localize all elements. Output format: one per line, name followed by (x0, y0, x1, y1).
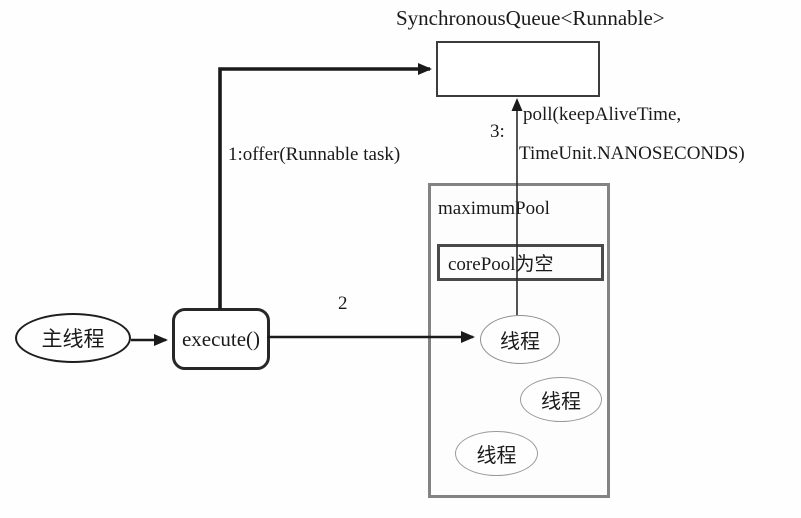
core-pool-box: corePool为空 (437, 244, 604, 281)
step3-edge-label: 3: (490, 121, 505, 142)
poll-label-line1: poll(keepAliveTime, (523, 104, 682, 125)
queue-title: SynchronousQueue<Runnable> (396, 6, 665, 30)
main-thread-node: 主线程 (15, 313, 131, 363)
edge-offer-to-queue (218, 63, 432, 309)
thread-node: 线程 (480, 315, 560, 364)
thread-node: 线程 (520, 377, 602, 422)
thread-node: 线程 (455, 431, 538, 476)
maximum-pool-label: maximumPool (438, 198, 550, 219)
synchronous-queue-box (436, 41, 600, 97)
offer-edge-label: 1:offer(Runnable task) (228, 144, 401, 165)
step2-edge-label: 2 (338, 293, 348, 314)
execute-node: execute() (172, 308, 270, 370)
poll-label-line2: TimeUnit.NANOSECONDS) (519, 143, 745, 164)
